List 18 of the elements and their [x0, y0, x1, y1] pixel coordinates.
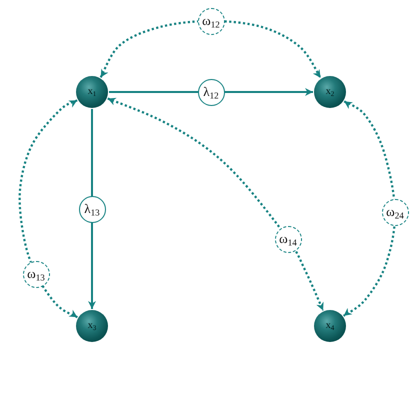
double-headed-dotted-arrow [343, 100, 396, 317]
node-label: x$_{4}$ [326, 321, 334, 331]
double-headed-dotted-arrow [100, 20, 322, 78]
edge-label: ω$_{12}$ [198, 8, 224, 34]
sphere-node [314, 310, 346, 342]
sphere-node [314, 76, 346, 108]
sphere-node [76, 76, 108, 108]
edge-label: λ$_{12}$ [198, 78, 224, 106]
edge-label: ω$_{13}$ [22, 260, 50, 288]
double-headed-dotted-arrow [18, 99, 78, 318]
sphere-node [76, 310, 108, 342]
node-label: x$_{1}$ [88, 87, 96, 97]
node-label: x$_{2}$ [326, 87, 334, 97]
edge-label: ω$_{24}$ [382, 198, 408, 226]
double-headed-dotted-arrow [107, 97, 324, 311]
node-label: x$_{3}$ [88, 321, 96, 331]
edge-label: ω$_{14}$ [274, 226, 302, 252]
edge-label: λ$_{13}$ [78, 196, 106, 222]
